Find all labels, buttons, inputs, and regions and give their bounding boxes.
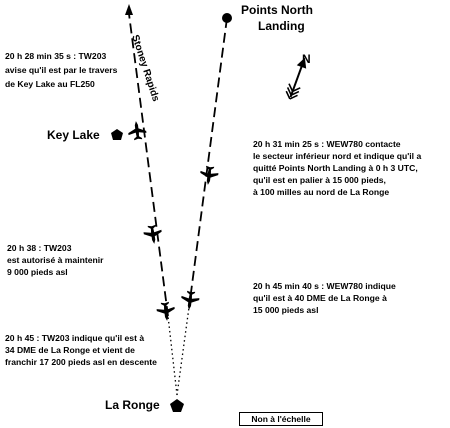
annotation-wew780-2045: 20 h 45 min 40 s : WEW780 indique qu'il … bbox=[253, 281, 396, 315]
annotation-line: 9 000 pieds asl bbox=[7, 267, 68, 277]
annotation-line: qu'il est en palier à 15 000 pieds, bbox=[253, 175, 386, 185]
annotation-tw203-2028: 20 h 28 min 35 s : TW203 avise qu'il est… bbox=[5, 51, 118, 89]
scale-note: Non à l'échelle bbox=[239, 412, 323, 426]
la-ronge-label: La Ronge bbox=[105, 398, 160, 412]
annotation-line: de Key Lake au FL250 bbox=[5, 79, 95, 89]
annotation-line: qu'il est à 40 DME de La Ronge à bbox=[253, 293, 387, 303]
tw203-airplane-icon bbox=[155, 301, 177, 323]
la-ronge-marker bbox=[170, 399, 184, 412]
route-arrowhead-icon bbox=[125, 4, 133, 15]
annotation-line: 20 h 28 min 35 s : TW203 bbox=[5, 51, 106, 61]
north-arrow-icon bbox=[285, 57, 307, 100]
annotation-line: 34 DME de La Ronge et vient de bbox=[5, 345, 135, 355]
wew780-route bbox=[176, 17, 228, 396]
annotation-line: est autorisé à maintenir bbox=[7, 255, 104, 265]
annotation-line: à 100 milles au nord de La Ronge bbox=[253, 187, 389, 197]
annotation-line: quitté Points North Landing à 0 h 3 UTC, bbox=[253, 163, 418, 173]
wew780-airplane-icon bbox=[179, 290, 201, 312]
annotation-line: avise qu'il est par le travers bbox=[5, 65, 118, 75]
annotation-line: franchir 17 200 pieds asl en descente bbox=[5, 357, 157, 367]
north-label: N bbox=[302, 52, 311, 66]
annotation-line: 20 h 38 : TW203 bbox=[7, 243, 72, 253]
stoney-rapids-label: Stoney Rapids bbox=[129, 34, 161, 104]
annotation-line: 20 h 45 min 40 s : WEW780 indique bbox=[253, 281, 396, 291]
key-lake-label: Key Lake bbox=[47, 128, 100, 142]
points-north-label-line-1: Points North bbox=[241, 3, 313, 17]
annotation-line: le secteur inférieur nord et indique qu'… bbox=[253, 151, 421, 161]
points-north-label-line-2: Landing bbox=[258, 19, 305, 33]
key-lake-marker bbox=[111, 129, 123, 140]
annotation-tw203-2038: 20 h 38 : TW203 est autorisé à maintenir… bbox=[7, 243, 104, 277]
points-north-landing-marker bbox=[222, 13, 232, 23]
wew780-airplane-icon bbox=[198, 165, 220, 187]
tw203-airplane-icon bbox=[126, 119, 148, 141]
tw203-route bbox=[125, 4, 178, 396]
tw203-airplane-icon bbox=[142, 224, 164, 246]
annotation-line: 20 h 45 : TW203 indique qu'il est à bbox=[5, 333, 144, 343]
annotation-line: 20 h 31 min 25 s : WEW780 contacte bbox=[253, 139, 401, 149]
annotation-tw203-2045: 20 h 45 : TW203 indique qu'il est à 34 D… bbox=[5, 333, 157, 367]
annotation-wew780-2031: 20 h 31 min 25 s : WEW780 contacte le se… bbox=[253, 139, 421, 197]
annotation-line: 15 000 pieds asl bbox=[253, 305, 318, 315]
